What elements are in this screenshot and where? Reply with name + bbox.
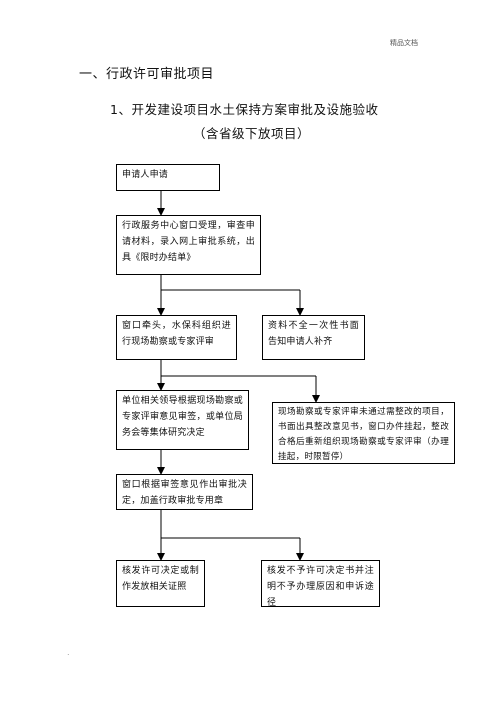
step-leader-review: 单位相关领导根据现场勘察或专家评审意见审签，或单位局务会等集体研究决定 [116, 390, 249, 450]
step-window-accept: 行政服务中心窗口受理，审查申请材料，录入网上审批系统，出具《限时办结单》 [116, 215, 261, 275]
footer-mark: . [67, 648, 70, 657]
step-reject-notice: 核发不予许可决定书并注明不予办理原因和申诉途径 [261, 560, 380, 608]
document-title: 1、开发建设项目水土保持方案审批及设施验收 [110, 102, 379, 117]
document-subtitle: （含省级下放项目） [193, 126, 311, 141]
header-tag: 精品文档 [390, 39, 418, 47]
step-grant-license: 核发许可决定或制作发放相关证照 [116, 560, 205, 607]
step-rectification: 现场勘察或专家评审未通过需整改的项目，书面出具整改意见书，窗口办件挂起，整改合格… [272, 402, 455, 464]
step-incomplete-notice: 资料不全一次性书面告知申请人补齐 [262, 315, 365, 360]
step-site-survey: 窗口牵头，水保科组织进行现场勘察或专家评审 [116, 315, 237, 360]
step-approval-decision: 窗口根据审签意见作出审批决定，加盖行政审批专用章 [116, 474, 253, 510]
section-title: 一、行政许可审批项目 [79, 67, 215, 82]
step-apply: 申请人申请 [116, 164, 220, 191]
